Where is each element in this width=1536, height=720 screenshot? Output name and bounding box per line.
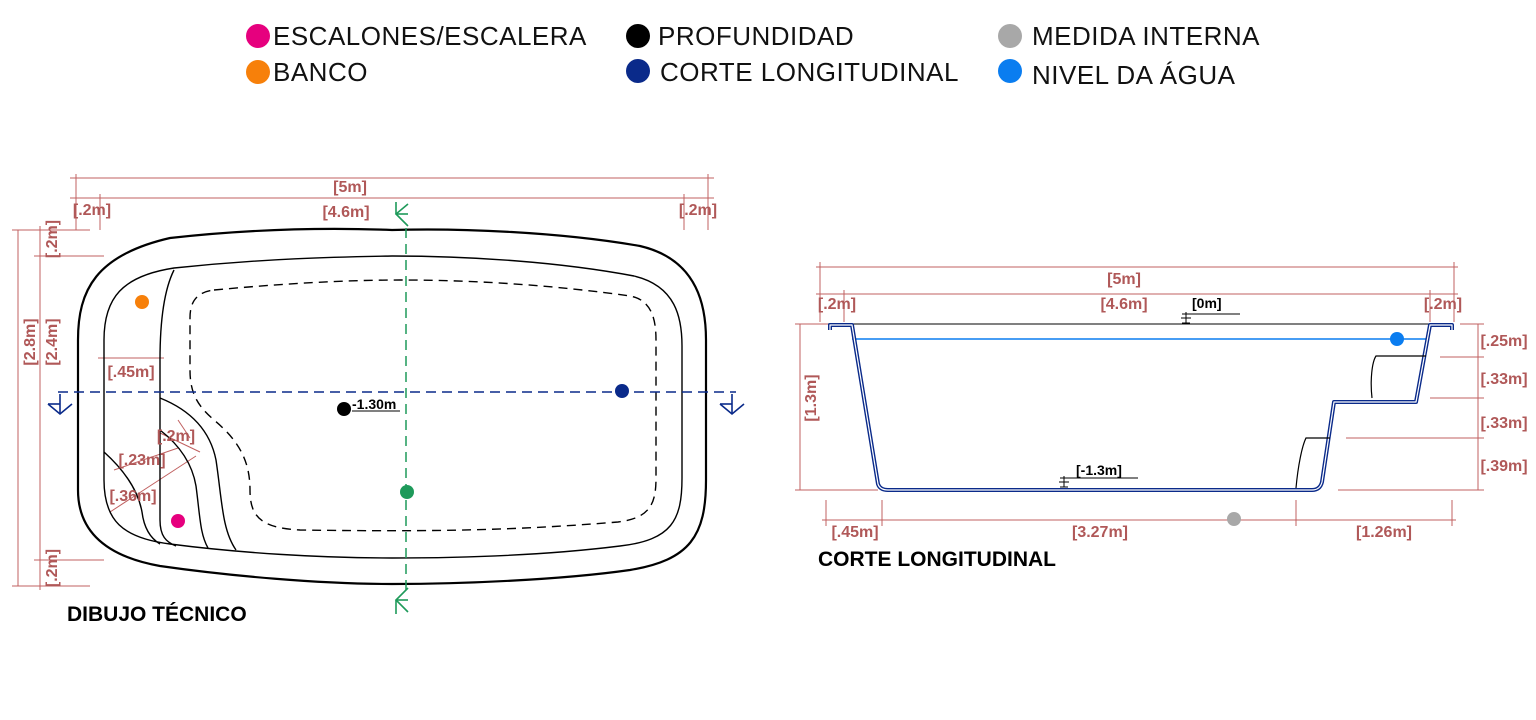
section-rise1-label: [.25m] bbox=[1480, 333, 1527, 350]
depth-marker bbox=[337, 402, 351, 416]
water-level-marker bbox=[1390, 332, 1404, 346]
medida-marker-icon bbox=[998, 24, 1022, 48]
legend: ESCALONES/ESCALERA BANCO PROFUNDIDAD COR… bbox=[246, 21, 1260, 90]
section-bottom-mid-label: [3.27m] bbox=[1072, 524, 1128, 541]
plan-step1-label: [.2m] bbox=[157, 428, 195, 445]
plan-total-length-label: [5m] bbox=[333, 179, 367, 196]
plan-depth-label: -1.30m bbox=[352, 396, 396, 412]
section-step-lower bbox=[1295, 437, 1330, 489]
plan-step2-label: [.23m] bbox=[118, 452, 165, 469]
bottom-level-symbol-icon bbox=[1059, 476, 1138, 488]
plan-bottom-margin-label: [.2m] bbox=[44, 549, 61, 587]
longitudinal-cut-arrow-icon bbox=[47, 394, 745, 416]
plan-inner-outline bbox=[103, 255, 683, 559]
section-view: [5m] [4.6m] [.2m] [.2m] [1.3m] [.25m] [.… bbox=[795, 262, 1528, 571]
legend-label: BANCO bbox=[273, 57, 368, 87]
section-title: CORTE LONGITUDINAL bbox=[818, 548, 1056, 571]
legend-item-banco: BANCO bbox=[246, 57, 368, 87]
legend-item-nivel: NIVEL DA ÁGUA bbox=[998, 59, 1236, 90]
plan-step3-label: [.36m] bbox=[109, 488, 156, 505]
plan-inner-length-label: [4.6m] bbox=[322, 204, 369, 221]
section-bottom-level-label: [-1.3m] bbox=[1076, 462, 1122, 478]
legend-label: NIVEL DA ÁGUA bbox=[1032, 60, 1236, 90]
bench-marker bbox=[135, 295, 149, 309]
section-depth-label: [1.3m] bbox=[803, 374, 820, 421]
section-right-margin-label: [.2m] bbox=[1424, 296, 1462, 313]
legend-label: MEDIDA INTERNA bbox=[1032, 21, 1260, 51]
plan-outer-outline bbox=[76, 227, 708, 586]
banco-marker-icon bbox=[246, 60, 270, 84]
section-step-upper bbox=[1370, 355, 1426, 399]
plan-top-margin-label: [.2m] bbox=[44, 220, 61, 258]
plan-step-2 bbox=[159, 429, 209, 549]
plan-bench-label: [.45m] bbox=[107, 364, 154, 381]
legend-label: PROFUNDIDAD bbox=[658, 21, 854, 51]
section-bottom-right-label: [1.26m] bbox=[1356, 524, 1412, 541]
plan-internal-dashed-outline bbox=[189, 279, 657, 532]
plan-dimension-lines bbox=[12, 174, 714, 590]
plan-title: DIBUJO TÉCNICO bbox=[67, 603, 247, 626]
section-shell-inner bbox=[829, 324, 1453, 491]
legend-item-medida: MEDIDA INTERNA bbox=[998, 21, 1260, 51]
section-dimension-lines bbox=[795, 262, 1484, 526]
profundidad-marker-icon bbox=[626, 24, 650, 48]
legend-item-profundidad: PROFUNDIDAD bbox=[626, 21, 854, 51]
plan-left-margin-label: [.2m] bbox=[73, 202, 111, 219]
escalones-marker-icon bbox=[246, 24, 270, 48]
section-shell-outline bbox=[828, 323, 1454, 492]
transverse-cut-arrow-icon bbox=[394, 202, 409, 614]
plan-bench-line bbox=[159, 269, 177, 547]
plan-view: [5m] [4.6m] [.2m] [.2m] [2.8m] [2.4m] [.… bbox=[12, 174, 745, 626]
section-rise4-label: [.39m] bbox=[1480, 458, 1527, 475]
plan-step-1 bbox=[159, 397, 237, 551]
plan-right-margin-label: [.2m] bbox=[679, 202, 717, 219]
corte-marker-icon bbox=[626, 59, 650, 83]
section-rise2-label: [.33m] bbox=[1480, 371, 1527, 388]
legend-label: CORTE LONGITUDINAL bbox=[660, 57, 959, 87]
plan-inner-width-label: [2.4m] bbox=[44, 318, 61, 365]
section-top-level-label: [0m] bbox=[1192, 295, 1222, 311]
transverse-cut-marker bbox=[400, 485, 414, 499]
section-bottom-left-label: [.45m] bbox=[831, 524, 878, 541]
plan-total-width-label: [2.8m] bbox=[22, 318, 39, 365]
section-total-length-label: [5m] bbox=[1107, 271, 1141, 288]
section-rise3-label: [.33m] bbox=[1480, 415, 1527, 432]
internal-measure-marker bbox=[1227, 512, 1241, 526]
legend-item-escalones: ESCALONES/ESCALERA bbox=[246, 21, 587, 51]
top-level-symbol-icon bbox=[1181, 312, 1240, 324]
steps-marker bbox=[171, 514, 185, 528]
legend-item-corte: CORTE LONGITUDINAL bbox=[626, 57, 959, 87]
section-left-margin-label: [.2m] bbox=[818, 296, 856, 313]
nivel-marker-icon bbox=[998, 59, 1022, 83]
legend-label: ESCALONES/ESCALERA bbox=[273, 21, 587, 51]
section-inner-length-label: [4.6m] bbox=[1100, 296, 1147, 313]
plan-step-3 bbox=[103, 451, 161, 545]
longitudinal-cut-marker bbox=[615, 384, 629, 398]
